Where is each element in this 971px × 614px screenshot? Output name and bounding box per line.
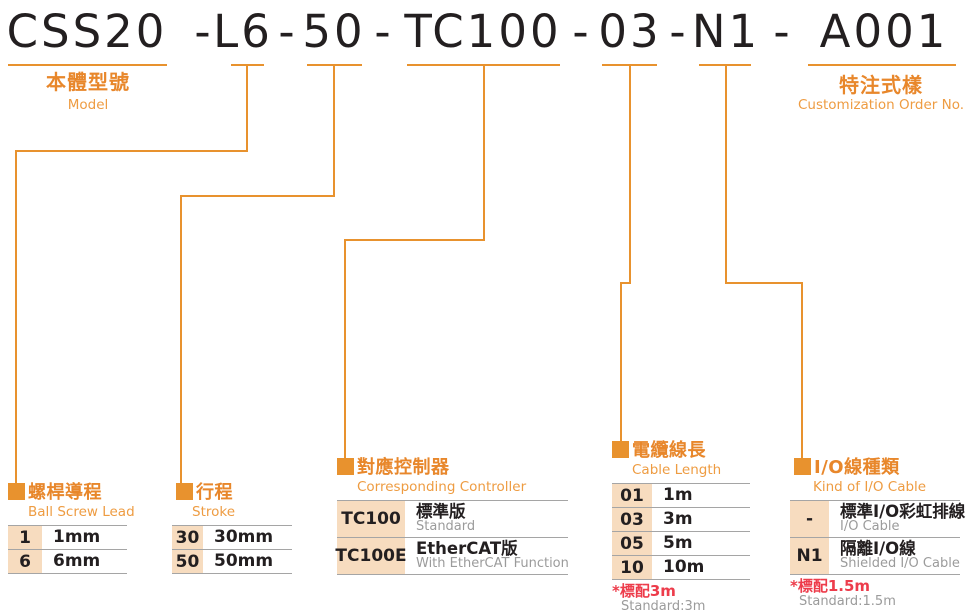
model-segment-custom: A001 [819, 5, 949, 58]
table-title-en: Corresponding Controller [357, 479, 527, 495]
table-row: 10 10m [612, 556, 750, 580]
table-title-en: Cable Length [632, 462, 722, 478]
table: 1 1mm 6 6mm [8, 525, 127, 574]
code-cell: N1 [790, 538, 832, 574]
standard-note-zh: *標配3m [612, 582, 676, 600]
code-cell: 50 [172, 550, 206, 573]
table-header: 螺桿導程 [8, 483, 127, 502]
table-corresponding-controller: 對應控制器 Corresponding Controller TC100 標準版… [335, 458, 569, 575]
value-cell: 10m [663, 556, 705, 577]
table-title-zh: I/O線種類 [814, 457, 900, 478]
table: 30 30mm 50 50mm [172, 525, 292, 574]
table-title-en: Stroke [192, 504, 236, 520]
code-cell: 01 [612, 484, 655, 507]
model-segment-stroke: 50 [302, 5, 366, 58]
code-cell: 6 [8, 550, 45, 573]
bullet-square-icon [794, 458, 811, 475]
table: 01 1m 03 3m 05 5m 10 10m [612, 483, 750, 580]
connector-stroke [180, 65, 335, 486]
table: - 標準I/O彩虹排線 I/O Cable N1 隔離I/O線 Shielded… [790, 500, 965, 575]
table: TC100 標準版 Standard TC100E EtherCAT版 With… [335, 500, 569, 575]
table-row: TC100 標準版 Standard [337, 501, 568, 538]
bullet-square-icon [337, 458, 354, 475]
model-header-zh: 本體型號 [46, 70, 130, 94]
model-separator: - [278, 5, 298, 58]
model-header-en: Model [67, 97, 109, 113]
custom-header-zh: 特注式樣 [839, 73, 923, 97]
table-header: 對應控制器 [337, 458, 568, 477]
bullet-square-icon [612, 441, 629, 458]
table-ball-screw-lead: 螺桿導程 Ball Screw Lead 1 1mm 6 6mm [8, 483, 135, 574]
table-row: 50 50mm [172, 550, 292, 574]
standard-note-en: Standard:1.5m [799, 594, 896, 609]
standard-note-zh: *標配1.5m [790, 577, 871, 595]
code-cell: 30 [172, 526, 206, 549]
code-cell: 03 [612, 508, 655, 531]
table-row: 03 3m [612, 508, 750, 532]
table-io-cable-kind: I/O線種類 Kind of I/O Cable - 標準I/O彩虹排線 I/O… [790, 458, 965, 609]
connector-controller [344, 65, 485, 461]
table-row: TC100E EtherCAT版 With EtherCAT Function [335, 538, 569, 575]
table-row: 6 6mm [8, 550, 127, 574]
model-separator: - [194, 5, 214, 58]
value-zh: 標準I/O彩虹排線 [840, 501, 966, 521]
table-row: N1 隔離I/O線 Shielded I/O Cable [790, 538, 960, 575]
value-zh: 隔離I/O線 [840, 538, 916, 558]
table-row: 01 1m [612, 484, 750, 508]
connector-lead [15, 65, 248, 486]
code-cell: 1 [8, 526, 45, 549]
table-row: 30 30mm [172, 526, 292, 550]
table-header: 電纜線長 [612, 441, 750, 460]
model-separator: - [773, 5, 793, 58]
table-cable-length: 電纜線長 Cable Length 01 1m 03 3m 05 5m 10 1… [612, 441, 750, 614]
table-title-en: Kind of I/O Cable [813, 479, 927, 495]
model-segment-io: N1 [691, 5, 761, 58]
table-title-zh: 螺桿導程 [28, 482, 102, 503]
code-cell: TC100 [337, 501, 408, 537]
model-segment-lead: L6 [213, 5, 273, 58]
table-row: 1 1mm [8, 526, 127, 550]
model-segment-controller: TC100 [404, 5, 562, 58]
model-segment-body: CSS20 [6, 5, 168, 58]
custom-header-en: Customization Order No. [797, 97, 965, 113]
table-title-zh: 行程 [196, 482, 233, 503]
value-cell: 1m [663, 484, 693, 505]
standard-note-en: Standard:3m [621, 599, 706, 614]
value-zh: 標準版 [416, 501, 466, 521]
value-en: I/O Cable [840, 519, 900, 535]
value-cell: 50mm [214, 550, 274, 571]
code-cell: 10 [612, 556, 655, 579]
table-title-zh: 對應控制器 [357, 457, 450, 478]
value-cell: 6mm [53, 550, 101, 571]
value-cell: 5m [663, 532, 693, 553]
bullet-square-icon [8, 483, 25, 500]
table-title-zh: 電纜線長 [632, 440, 706, 461]
code-cell: 05 [612, 532, 655, 555]
value-zh: EtherCAT版 [416, 538, 518, 558]
code-cell: - [790, 501, 832, 537]
table-row: - 標準I/O彩虹排線 I/O Cable [790, 501, 965, 538]
connector-cable [620, 65, 631, 445]
code-cell: TC100E [335, 538, 408, 574]
value-en: With EtherCAT Function [416, 556, 569, 572]
table-row: 05 5m [612, 532, 750, 556]
value-cell: 3m [663, 508, 693, 529]
table-title-en: Ball Screw Lead [28, 504, 135, 520]
table-stroke: 行程 Stroke 30 30mm 50 50mm [172, 483, 292, 574]
model-separator: - [572, 5, 592, 58]
table-header: I/O線種類 [790, 458, 960, 477]
model-segment-cable: 03 [598, 5, 662, 58]
value-en: Standard [416, 519, 476, 535]
value-cell: 1mm [53, 526, 101, 547]
model-separator: - [669, 5, 689, 58]
value-cell: 30mm [214, 526, 274, 547]
connector-io [725, 65, 803, 461]
bullet-square-icon [176, 483, 193, 500]
value-en: Shielded I/O Cable [840, 556, 960, 572]
table-header: 行程 [172, 483, 292, 502]
model-separator: - [374, 5, 394, 58]
